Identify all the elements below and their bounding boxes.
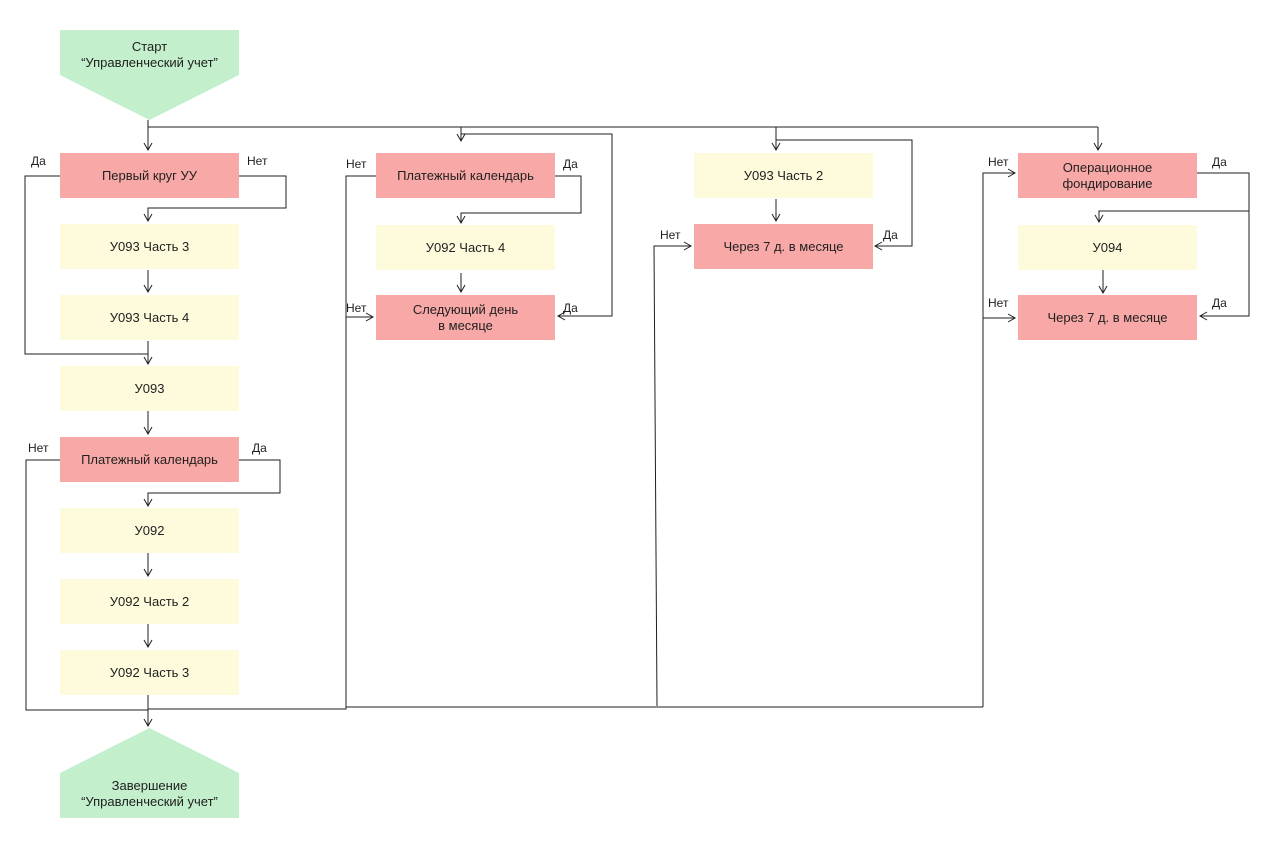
col3-u093-part2: У093 Часть 2 bbox=[694, 153, 873, 198]
col3-in7-yes-loop bbox=[776, 139, 913, 251]
paycal-no-bypass bbox=[25, 459, 148, 711]
col1-pay-calendar-label: Платежный календарь bbox=[81, 451, 218, 467]
end-label: Завершение “Управленческий учет” bbox=[81, 778, 218, 809]
col3-u093-part2-label: У093 Часть 2 bbox=[743, 167, 824, 183]
col2-pay-calendar-yes: Да bbox=[563, 157, 578, 171]
col2-pay-calendar-label: Платежный календарь bbox=[397, 167, 534, 183]
col4-op-funding: Операционное фондирование bbox=[1018, 153, 1197, 198]
col3-in7days-yes: Да bbox=[883, 228, 898, 242]
col1-pay-calendar-yes: Да bbox=[252, 441, 267, 455]
first-circle-yes-bypass bbox=[24, 175, 148, 355]
col4-op-funding-label: Операционное фондирование bbox=[1062, 159, 1153, 191]
col1-u093-part3: У093 Часть 3 bbox=[60, 224, 239, 269]
col2-u092-part4: У092 Часть 4 bbox=[376, 225, 555, 270]
col1-u092-label: У092 bbox=[134, 522, 165, 538]
col1-first-circle-yes: Да bbox=[31, 154, 46, 168]
start-shape bbox=[60, 30, 239, 120]
col2-paycal-yes-loop bbox=[456, 175, 582, 225]
col4-op-funding-yes: Да bbox=[1212, 155, 1227, 169]
col4-u094: У094 bbox=[1018, 225, 1197, 270]
start-terminal: Старт “Управленческий учет” bbox=[60, 30, 239, 120]
start-label: Старт “Управленческий учет” bbox=[81, 39, 218, 70]
col2-u092-part4-label: У092 Часть 4 bbox=[425, 239, 506, 255]
col1-u092-part3: У092 Часть 3 bbox=[60, 650, 239, 695]
col1-u093-part4-label: У093 Часть 4 bbox=[109, 309, 190, 325]
col4-in7days-label: Через 7 д. в месяце bbox=[1047, 309, 1168, 325]
col4-in7days-yes: Да bbox=[1212, 296, 1227, 310]
col3-in7-no bbox=[653, 241, 693, 707]
col1-u093: У093 bbox=[60, 366, 239, 411]
col3-in7days: Через 7 д. в месяце bbox=[694, 224, 873, 269]
col4-in7-yes-loop bbox=[1198, 211, 1250, 321]
col4-opfund-no bbox=[982, 168, 1017, 707]
col4-in7days-no: Нет bbox=[988, 296, 1009, 310]
col2-paycal-no bbox=[148, 175, 376, 710]
col4-op-funding-no: Нет bbox=[988, 155, 1009, 169]
col2-next-day-yes: Да bbox=[563, 301, 578, 315]
col1-pay-calendar-no: Нет bbox=[28, 441, 49, 455]
col4-u094-label: У094 bbox=[1092, 239, 1123, 255]
col2-nextday-yes-loop bbox=[461, 133, 613, 321]
col2-next-day-no: Нет bbox=[346, 301, 367, 315]
col3-in7days-label: Через 7 д. в месяце bbox=[723, 238, 844, 254]
col2-next-day: Следующий день в месяце bbox=[376, 295, 555, 340]
col1-u093-part3-label: У093 Часть 3 bbox=[109, 238, 190, 254]
col3-in7days-no: Нет bbox=[660, 228, 681, 242]
end-terminal: Завершение “Управленческий учет” bbox=[60, 728, 239, 818]
arrows bbox=[24, 120, 1250, 728]
col4-in7days: Через 7 д. в месяце bbox=[1018, 295, 1197, 340]
end-shape bbox=[60, 728, 239, 818]
col1-u092-part3-label: У092 Часть 3 bbox=[109, 664, 190, 680]
col1-u092-part2: У092 Часть 2 bbox=[60, 579, 239, 624]
col1-first-circle: Первый круг УУ bbox=[60, 153, 239, 198]
first-circle-no-loop bbox=[143, 175, 287, 223]
paycal-yes-loop bbox=[143, 459, 281, 508]
col1-u093-part4: У093 Часть 4 bbox=[60, 295, 239, 340]
col1-u092-part2-label: У092 Часть 2 bbox=[109, 593, 190, 609]
col1-pay-calendar: Платежный календарь bbox=[60, 437, 239, 482]
col2-pay-calendar: Платежный календарь bbox=[376, 153, 555, 198]
col1-u092: У092 bbox=[60, 508, 239, 553]
col2-next-day-label: Следующий день в месяце bbox=[412, 301, 519, 333]
col1-first-circle-label: Первый круг УУ bbox=[101, 167, 198, 183]
col2-pay-calendar-no: Нет bbox=[346, 157, 367, 171]
col1-first-circle-no: Нет bbox=[247, 154, 268, 168]
col1-u093-label: У093 bbox=[134, 380, 165, 396]
